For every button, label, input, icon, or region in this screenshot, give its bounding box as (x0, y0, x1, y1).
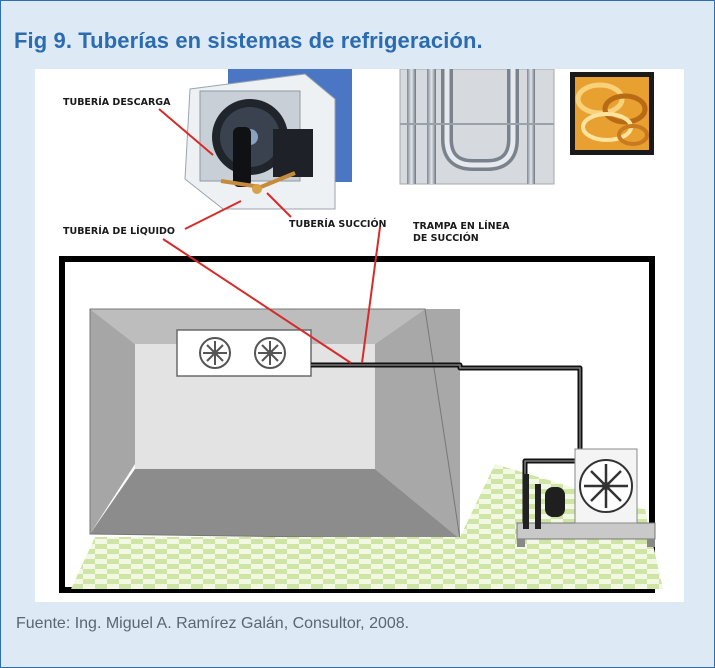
refrigeration-diagram: TUBERÍA DESCARGA TUBERÍA DE LÍQUIDO TUBE… (35, 69, 684, 602)
cold-room-outline (59, 256, 655, 593)
leader-lines-top (158, 108, 292, 230)
trap-label-line2: DE SUCCIÓN (413, 232, 479, 244)
leader-lines-pipe (162, 226, 381, 364)
suction-trap-photo (399, 69, 555, 185)
figure-title: Fig 9. Tuberías en sistemas de refrigera… (14, 28, 483, 53)
figure-caption: Fuente: Ing. Miguel A. Ramírez Galán, Co… (16, 615, 410, 632)
outdoor-condensing-unit (516, 448, 656, 547)
room-interior (89, 308, 461, 540)
checkered-floor (71, 464, 663, 589)
evaporator-unit (176, 329, 312, 377)
copper-coils-photo (570, 72, 654, 155)
suction-line-label: TUBERÍA SUCCIÓN (289, 218, 387, 230)
discharge-label: TUBERÍA DESCARGA (63, 96, 171, 108)
liquid-line-label: TUBERÍA DE LÍQUIDO (63, 225, 175, 237)
trap-label-line1: TRAMPA EN LÍNEA (413, 220, 510, 232)
condensing-unit-photo (184, 69, 352, 210)
